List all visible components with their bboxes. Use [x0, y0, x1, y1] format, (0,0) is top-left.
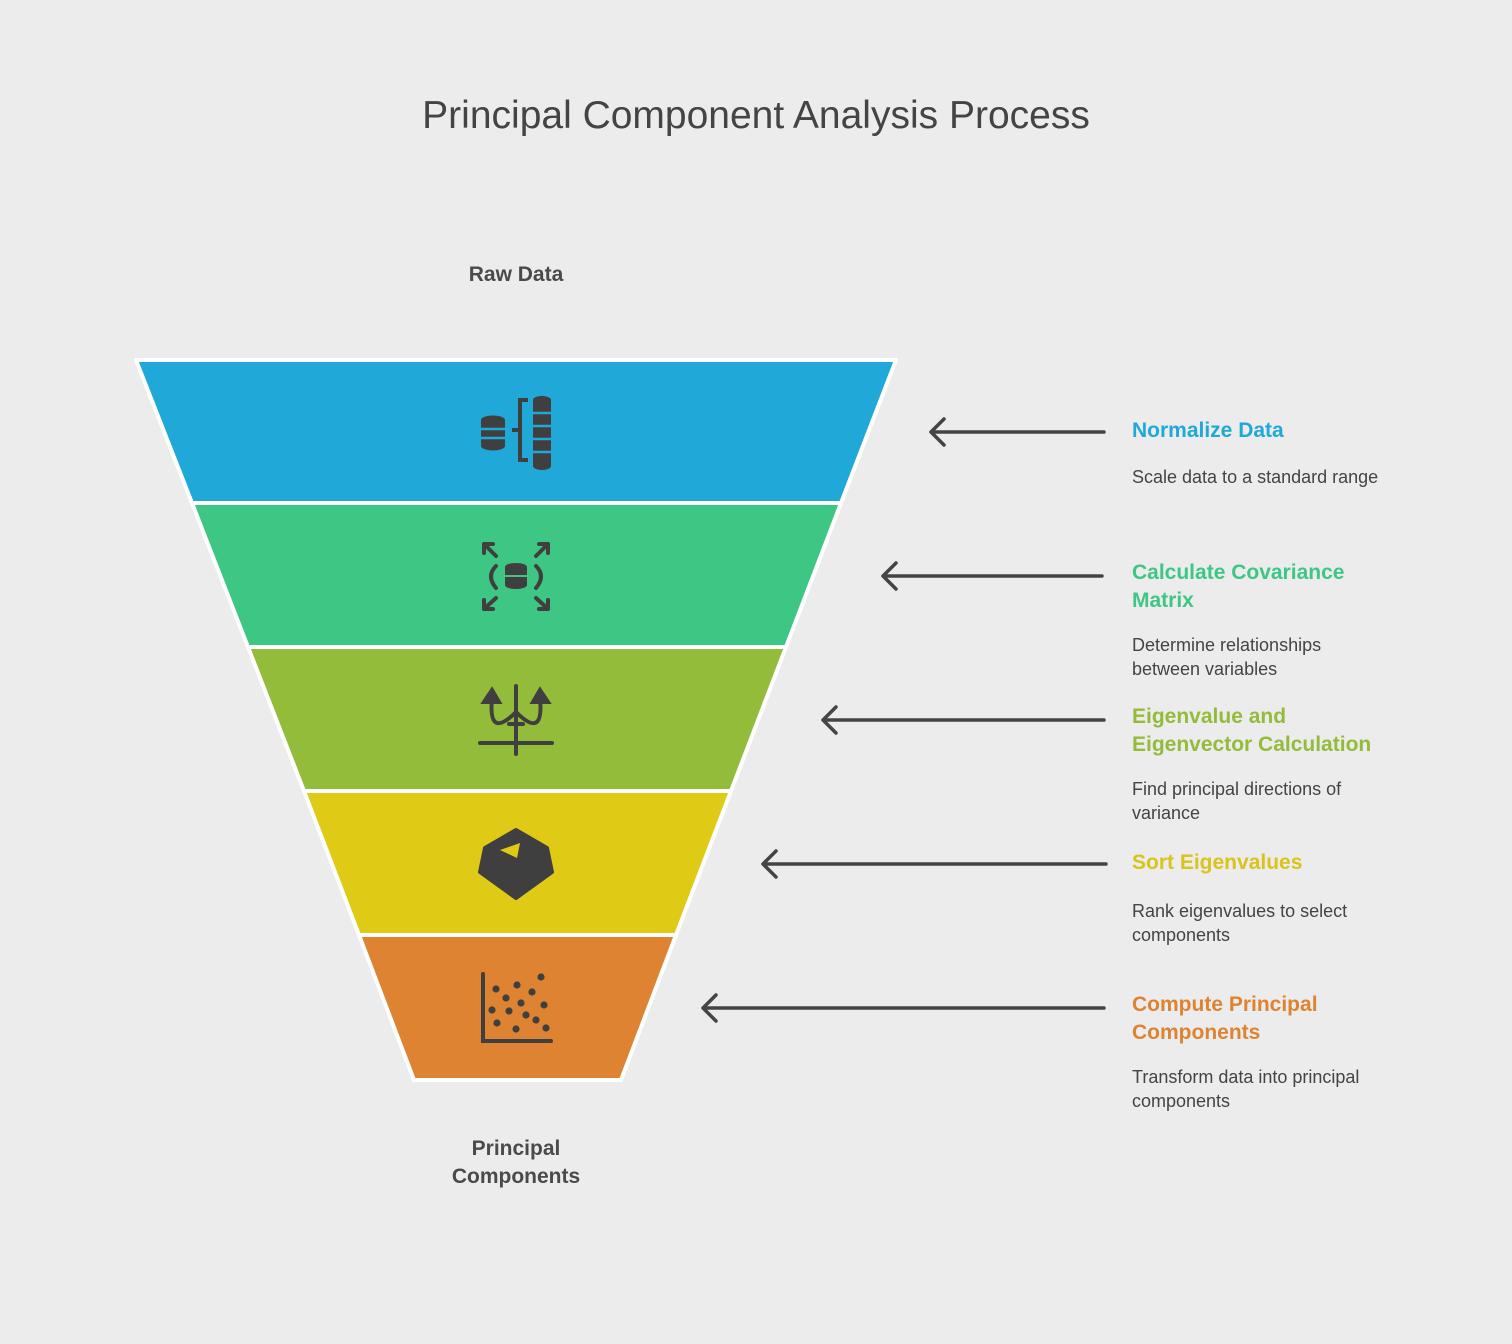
step-1: Normalize Data Scale data to a standard …	[1132, 417, 1432, 489]
axis-arrows-icon	[478, 684, 554, 756]
step-3-title: Eigenvalue and Eigenvector Calculation	[1132, 705, 1372, 756]
step-5: Compute Principal Components Transform d…	[1132, 991, 1432, 1113]
scatter-plot-icon	[481, 972, 553, 1043]
page-title: Principal Component Analysis Process	[422, 94, 1090, 137]
step-1-title: Normalize Data	[1132, 419, 1284, 442]
database-scale-icon	[481, 396, 551, 470]
step-2-description: Determine relationships between variable…	[1132, 635, 1322, 679]
step-3: Eigenvalue and Eigenvector Calculation F…	[1132, 703, 1432, 825]
arrow-step-1	[929, 417, 1106, 447]
database-expand-icon	[482, 542, 550, 611]
step-3-description: Find principal directions of variance	[1132, 779, 1342, 823]
funnel-bottom-label: Principal Components	[451, 1137, 581, 1188]
polygon-pointer-icon	[478, 828, 554, 900]
funnel-top-label: Raw Data	[468, 263, 564, 286]
arrow-step-4	[761, 849, 1108, 879]
step-2: Calculate Covariance Matrix Determine re…	[1132, 559, 1432, 681]
step-5-title: Compute Principal Components	[1132, 993, 1318, 1044]
step-4: Sort Eigenvalues Rank eigenvalues to sel…	[1132, 849, 1432, 947]
arrow-step-2	[881, 561, 1104, 591]
step-4-title: Sort Eigenvalues	[1132, 851, 1303, 874]
step-1-description: Scale data to a standard range	[1132, 467, 1379, 487]
funnel-segment-5	[357, 933, 678, 1082]
arrow-step-3	[821, 705, 1106, 735]
step-4-description: Rank eigenvalues to select components	[1132, 901, 1348, 945]
arrow-step-5	[701, 993, 1106, 1023]
step-5-description: Transform data into principal components	[1132, 1067, 1360, 1111]
step-2-title: Calculate Covariance Matrix	[1132, 561, 1345, 612]
